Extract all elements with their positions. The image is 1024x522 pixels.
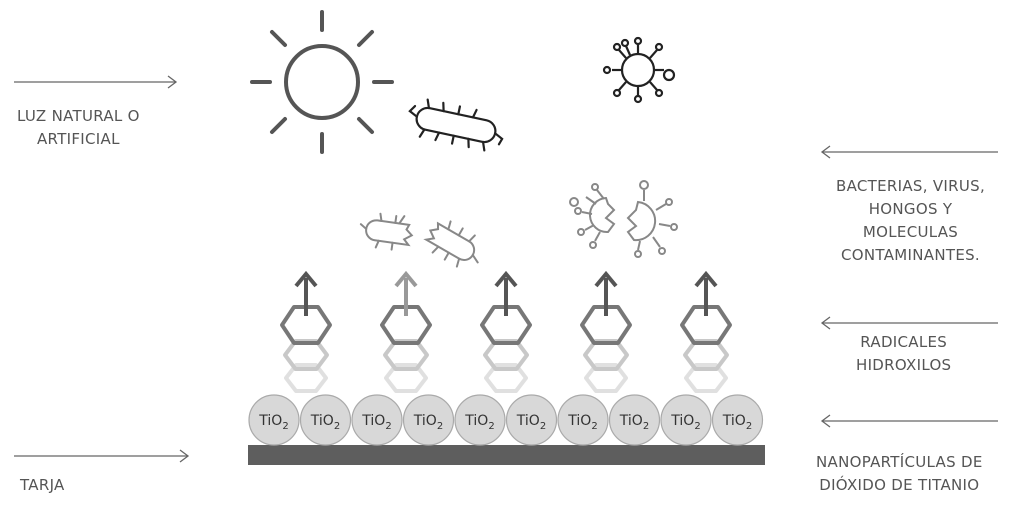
tio2-formula: TiO2 bbox=[670, 413, 700, 432]
up-arrow-icon bbox=[294, 270, 318, 316]
up-arrow-icon bbox=[594, 270, 618, 316]
hydroxyl-radical bbox=[480, 270, 532, 393]
broken-virus-right-icon bbox=[626, 180, 678, 258]
hydroxyl-radical bbox=[580, 270, 632, 393]
label-bacterias-line-4: CONTAMINANTES. bbox=[841, 246, 980, 264]
arrow-radicales bbox=[820, 316, 998, 330]
up-arrow-icon bbox=[494, 270, 518, 316]
label-bacterias: BACTERIAS, VIRUS, HONGOS Y MOLECULAS CON… bbox=[836, 175, 985, 267]
tio2-particle: TiO2 bbox=[454, 394, 506, 446]
label-bacterias-line-1: BACTERIAS, VIRUS, bbox=[836, 177, 986, 195]
bacterium-icon bbox=[408, 98, 504, 152]
tio2-particle: TiO2 bbox=[608, 394, 661, 446]
tio2-formula: TiO2 bbox=[619, 413, 649, 432]
tio2-formula: TiO2 bbox=[413, 413, 443, 432]
virus-icon bbox=[602, 36, 676, 104]
label-bacterias-line-2: HONGOS Y bbox=[868, 200, 953, 218]
up-arrow-icon bbox=[394, 270, 418, 316]
tio2-formula: TiO2 bbox=[258, 413, 288, 432]
arrow-bacterias bbox=[820, 145, 998, 159]
label-tarja-text: TARJA bbox=[20, 476, 65, 494]
broken-bacterium-left-icon bbox=[359, 212, 414, 251]
label-bacterias-line-3: MOLECULAS bbox=[862, 223, 959, 241]
arrow-tarja bbox=[14, 449, 190, 463]
label-radicales-line-2: HIDROXILOS bbox=[856, 356, 952, 374]
tio2-particle: TiO2 bbox=[660, 394, 712, 446]
up-arrow-icon bbox=[694, 270, 718, 316]
tio2-particle: TiO2 bbox=[351, 394, 403, 446]
tio2-formula: TiO2 bbox=[516, 413, 546, 432]
tio2-formula: TiO2 bbox=[464, 413, 494, 432]
broken-virus-left-icon bbox=[569, 183, 616, 249]
tio2-particle: TiO2 bbox=[299, 394, 352, 446]
tio2-particle: TiO2 bbox=[711, 394, 764, 446]
hydroxyl-radical bbox=[680, 270, 732, 393]
tio2-particle: TiO2 bbox=[557, 394, 609, 446]
label-luz-line-1: LUZ NATURAL O bbox=[17, 107, 140, 125]
tarja-substrate bbox=[248, 445, 765, 465]
sun-icon bbox=[250, 10, 394, 154]
hydroxyl-radical bbox=[380, 270, 432, 393]
tio2-particle: TiO2 bbox=[505, 394, 558, 446]
arrow-nanoparticulas bbox=[820, 414, 998, 428]
label-nanoparticulas: NANOPARTÍCULAS DE DIÓXIDO DE TITANIO bbox=[816, 451, 983, 497]
tio2-formula: TiO2 bbox=[722, 413, 752, 432]
broken-bacterium-right-icon bbox=[423, 220, 479, 268]
hydroxyl-radicals bbox=[280, 270, 732, 393]
label-radicales: RADICALES HIDROXILOS bbox=[856, 331, 951, 377]
label-radicales-line-1: RADICALES bbox=[860, 333, 948, 351]
tio2-particles: TiO2 TiO2 TiO2 TiO2 TiO2 TiO2 TiO2 TiO2 TiO2 TiO2 bbox=[248, 394, 764, 446]
label-tarja: TARJA bbox=[20, 474, 65, 497]
tio2-particle: TiO2 bbox=[402, 394, 455, 446]
tio2-formula: TiO2 bbox=[310, 413, 340, 432]
tio2-formula: TiO2 bbox=[361, 413, 391, 432]
label-nanoparticulas-line-1: NANOPARTÍCULAS DE bbox=[816, 453, 983, 471]
label-nanoparticulas-line-2: DIÓXIDO DE TITANIO bbox=[819, 476, 980, 494]
tio2-particle: TiO2 bbox=[248, 394, 300, 446]
tio2-formula: TiO2 bbox=[567, 413, 597, 432]
label-luz-line-2: ARTIFICIAL bbox=[37, 130, 120, 148]
hydroxyl-radical bbox=[280, 270, 332, 393]
label-luz: LUZ NATURAL O ARTIFICIAL bbox=[17, 105, 140, 151]
arrow-luz bbox=[14, 75, 178, 89]
